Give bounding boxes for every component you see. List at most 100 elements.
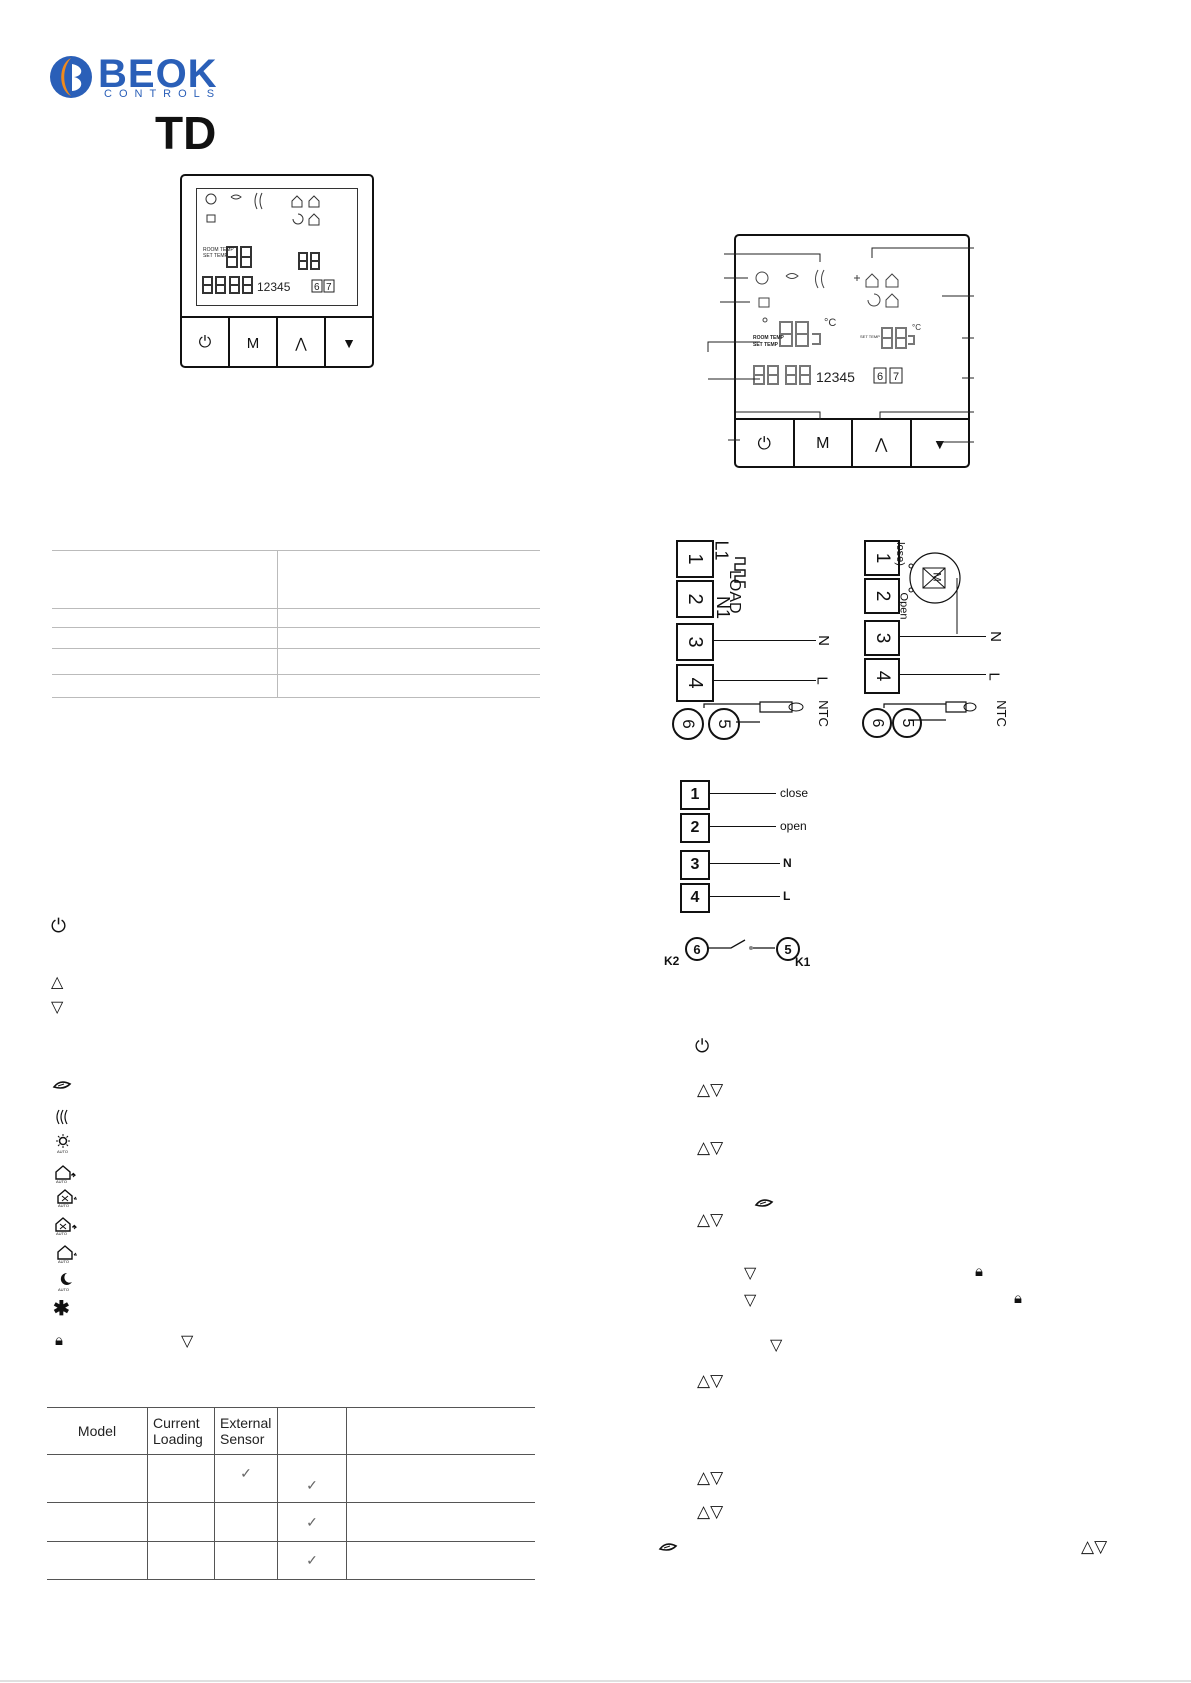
table-row: ✓ [47,1541,535,1580]
brand-name: BEOK [98,52,218,96]
svg-text:AUTO: AUTO [58,1287,69,1292]
moon-auto-icon: AUTO [58,1272,72,1292]
terminal-box: 4 [676,664,714,702]
up-down-icon: △▽ [697,1138,724,1157]
svg-text:7: 7 [893,371,899,383]
valve-label-open: open [780,819,807,833]
valve-motor [908,552,961,634]
svg-text:AUTO: AUTO [58,1259,69,1264]
terminal-box: 4 [864,658,900,694]
contact-label-k1: K1 [795,955,811,969]
switch-contact [707,939,775,950]
away2-auto-icon: AUTO [55,1217,78,1236]
valve-terminal-4: 4 [680,883,710,913]
down-triangle-icon-right: ▽ [744,1292,757,1309]
up-button[interactable]: ⋀ [278,318,326,368]
valve-terminal-1: 1 [680,780,710,810]
check-mark: ✓ [277,1541,347,1580]
header-external-sensor: External Sensor [214,1407,278,1455]
valve-label-close: close [780,786,809,800]
power-icon: ⏻ [51,916,67,937]
wire [712,640,816,641]
label-l1: L1 [711,540,732,561]
beok-logo-mark [50,56,92,98]
down-triangle-icon: ▽ [51,999,64,1016]
svg-text:AUTO: AUTO [57,1149,68,1154]
home2-auto-icon: AUTO [57,1245,77,1264]
mode-button[interactable]: M [230,318,278,368]
callout-lines [707,247,974,443]
up-down-icon: △▽ [1081,1537,1108,1556]
label-ntc-right: NTC [993,700,1009,727]
header-current-loading: Current Loading [147,1407,215,1455]
up-down-icon: △▽ [697,1210,724,1229]
auto-sun-icon: AUTO [56,1134,70,1154]
svg-text:ROOM TEMP: ROOM TEMP [753,335,784,341]
manual-hand-icon [52,1081,72,1089]
contact-terminal-left: 6 [685,937,709,961]
mode-button-label: M [246,334,260,352]
down-button-large[interactable]: ▼ [932,436,947,452]
load-coil [734,557,746,588]
svg-text:12345: 12345 [816,369,855,385]
page-bottom-rule [0,1680,1191,1682]
header-col5 [346,1407,535,1455]
down-button[interactable]: ▼ [342,335,356,351]
contact-label-k2: K2 [664,954,680,968]
wire [898,674,986,675]
power-button-large[interactable]: ⏻ [736,420,795,468]
power-icon-right: ⏻ [695,1036,710,1056]
valve-label-n: N [783,856,792,870]
terminal-box: 2 [676,580,714,618]
valve-terminal-3: 3 [680,850,710,880]
button-row: ⏻ M ⋀ ▼ [182,316,372,368]
down-triangle-icon-right: ▽ [770,1337,783,1354]
down-triangle-icon-lock: ▽ [181,1333,194,1350]
button-row-large: ⏻ M ⋀ ▼ [736,418,968,468]
brand-subtitle: CONTROLS [104,88,222,100]
lcd-screen-large: °C °C 12345 6 7 ROOM TEMP SET TEMP SET T… [748,264,953,389]
check-mark: ✓ [277,1502,347,1542]
thermostat-small: 12345 6 7 ROOM TEMP SET TEMP ⏻ M ⋀ ▼ [180,174,374,368]
header-model: Model [77,1423,117,1439]
ntc-probe-right [883,701,977,721]
table-row: ✓ [47,1502,535,1542]
svg-text:7: 7 [326,282,332,293]
header-col4 [277,1407,347,1455]
table-header-row: Model Current Loading External Sensor [47,1407,535,1455]
lcd-screen: 12345 6 7 ROOM TEMP SET TEMP [196,188,358,306]
svg-text:AUTO: AUTO [56,1179,67,1184]
up-down-icon: △▽ [697,1468,724,1487]
thermostat-large: °C °C 12345 6 7 ROOM TEMP SET TEMP SET T… [734,234,970,468]
label-n-right: N [986,631,1004,642]
terminal-box: 1 [676,540,714,578]
wire [712,680,816,681]
terminal-box: 3 [676,623,714,661]
up-button-large[interactable]: ⋀ [853,420,912,468]
power-button[interactable]: ⏻ [182,318,230,368]
up-down-icon: △▽ [697,1371,724,1390]
lock-icon-right: 🔒︎ [1014,1290,1022,1307]
check-mark: ✓ [214,1454,278,1503]
svg-text:°C: °C [912,323,921,332]
svg-text:SET TEMP: SET TEMP [860,334,880,339]
model-title: TD [155,107,217,159]
manual-hand-icon-right [754,1199,774,1207]
svg-text:AUTO: AUTO [56,1231,67,1236]
terminal-box: 2 [864,578,900,614]
lock-icon: 🔒︎ [55,1332,63,1349]
up-down-icon: △▽ [697,1080,724,1099]
home-auto-icon: AUTO [55,1165,76,1184]
svg-text:SET TEMP: SET TEMP [203,253,228,259]
terminal-box: 3 [864,620,900,656]
svg-text:°C: °C [824,317,836,329]
frost-icon: ✱ [53,1298,70,1320]
heating-icon [56,1109,68,1125]
table-row: ✓ ✓ [47,1454,535,1503]
mode-button-large[interactable]: M [795,420,853,468]
ntc-probe [703,701,804,723]
svg-text:AUTO: AUTO [58,1203,69,1208]
motor-label: M [930,572,943,582]
lock-icon-right: 🔒︎ [975,1263,983,1280]
up-triangle-icon: △ [51,974,64,991]
